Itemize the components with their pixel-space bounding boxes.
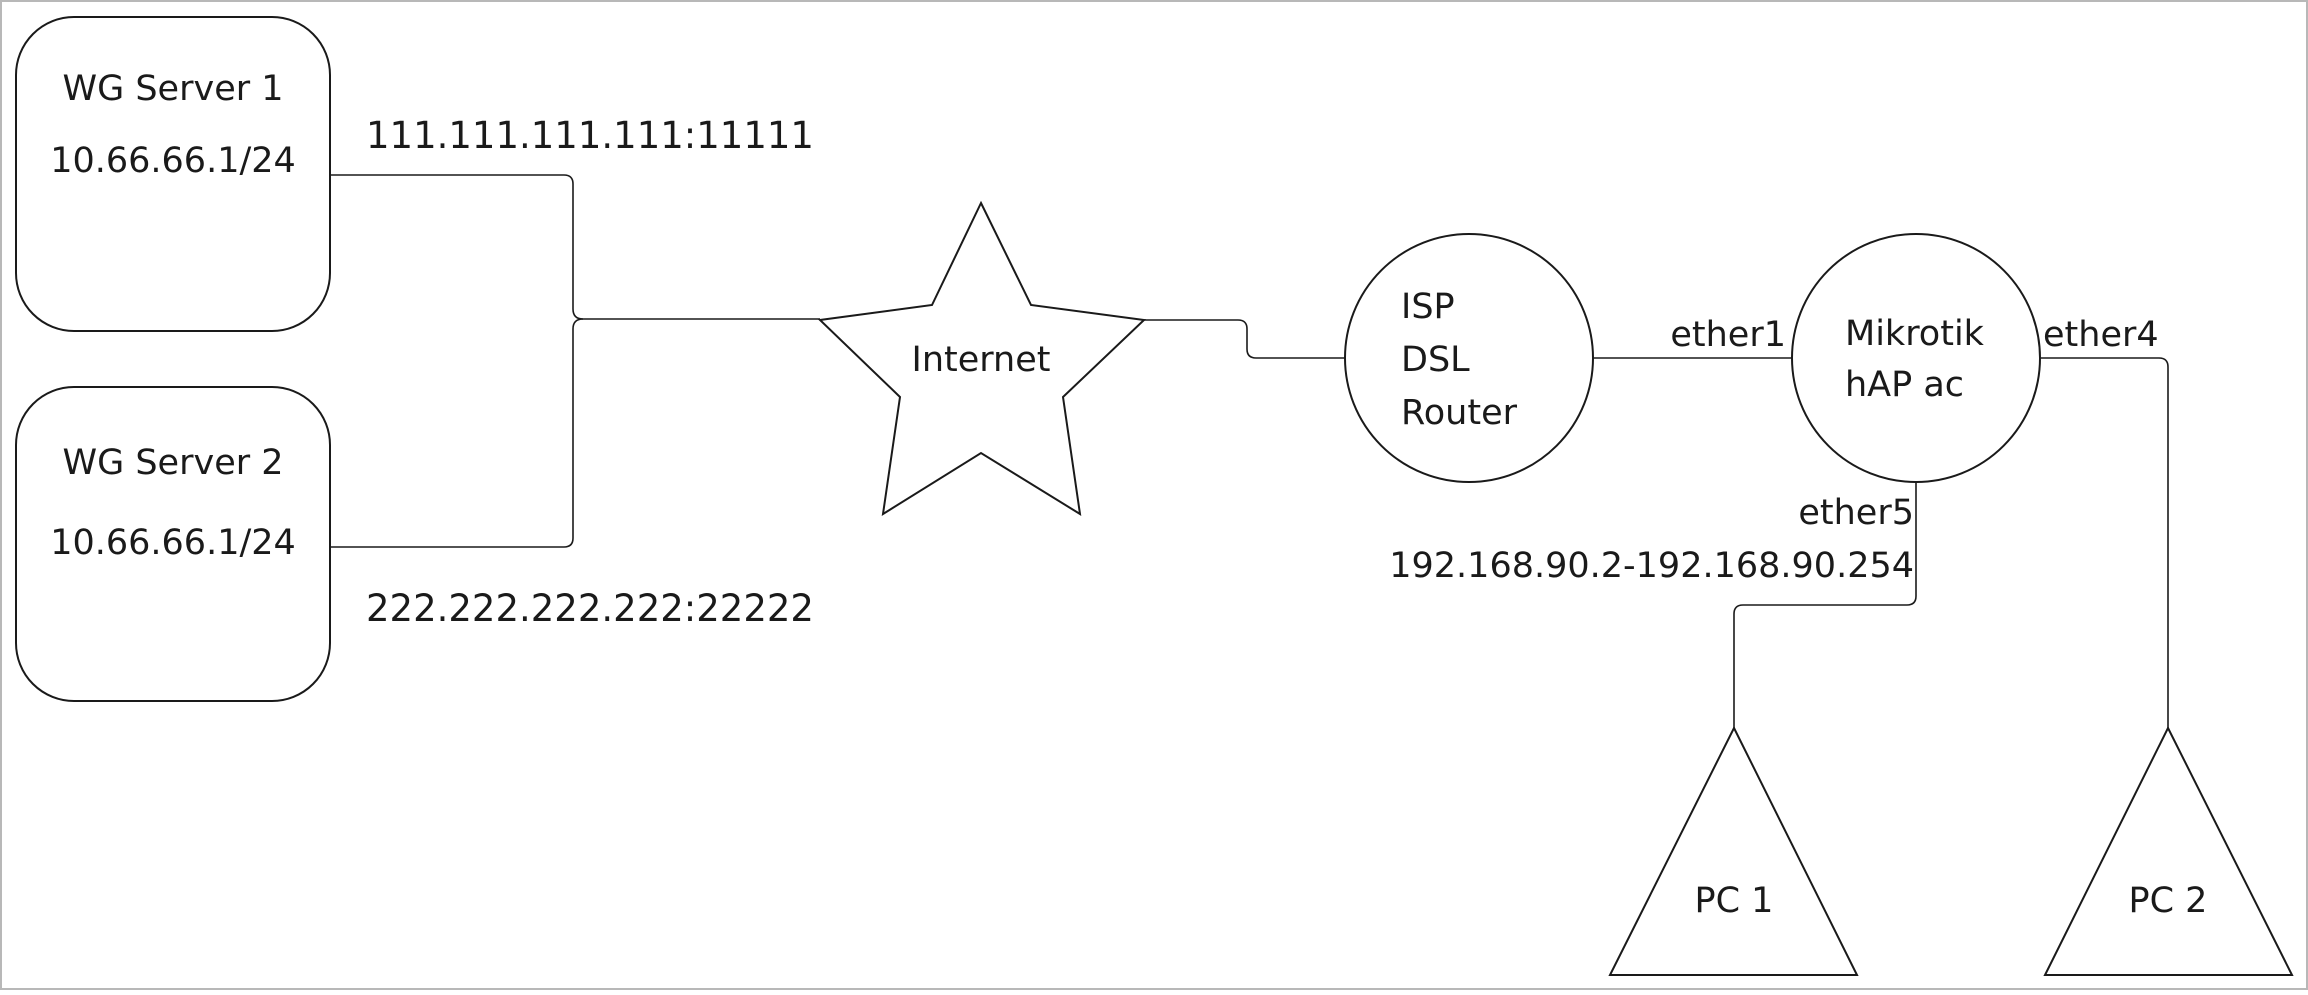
pc2-triangle-icon[interactable]: [2043, 725, 2294, 976]
ether5-label: ether5: [1798, 493, 1914, 533]
pc2-label: PC 2: [2129, 881, 2208, 921]
wg-server-2-box[interactable]: [15, 386, 331, 702]
wg-server-1-box[interactable]: [15, 16, 331, 332]
ether1-label: ether1: [1670, 315, 1786, 355]
pc1-node[interactable]: PC 1: [1608, 725, 1859, 976]
wg-server-1[interactable]: WG Server 1 10.66.66.1/24: [15, 16, 331, 332]
pc1-label: PC 1: [1695, 881, 1774, 921]
internet-star-icon[interactable]: [817, 200, 1147, 516]
link-mikrotik-pc1: [1733, 483, 1917, 728]
isp-router-node[interactable]: ISP DSL Router: [1344, 233, 1594, 483]
pc2-node[interactable]: PC 2: [2043, 725, 2294, 976]
endpoint-2-label: 222.222.222.222:22222: [366, 587, 814, 630]
endpoint-1-label: 111.111.111.111:11111: [366, 114, 814, 157]
pc1-triangle-icon[interactable]: [1608, 725, 1859, 976]
mikrotik-line-2: hAP ac: [1845, 365, 1964, 405]
dhcp-range-label: 192.168.90.2-192.168.90.254: [1389, 546, 1914, 586]
link-server1-junction: [330, 174, 820, 320]
wg-server-1-address: 10.66.66.1/24: [50, 141, 296, 181]
internet-label: Internet: [912, 340, 1051, 380]
isp-router-line-2: DSL: [1401, 340, 1470, 380]
mikrotik-node[interactable]: Mikrotik hAP ac: [1791, 233, 2041, 483]
internet-node[interactable]: Internet: [817, 200, 1147, 516]
link-internet-isp: [1144, 319, 1345, 359]
isp-router-circle[interactable]: [1344, 233, 1594, 483]
link-server2-junction: [330, 318, 584, 548]
wg-server-2[interactable]: WG Server 2 10.66.66.1/24: [15, 386, 331, 702]
mikrotik-circle[interactable]: [1791, 233, 2041, 483]
isp-router-line-1: ISP: [1401, 287, 1455, 327]
connection-lines: [330, 174, 2169, 728]
ether4-label: ether4: [2043, 315, 2159, 355]
wg-server-2-address: 10.66.66.1/24: [50, 523, 296, 563]
wg-server-2-name: WG Server 2: [62, 443, 283, 483]
wg-server-1-name: WG Server 1: [62, 69, 283, 109]
isp-router-line-3: Router: [1401, 393, 1518, 433]
mikrotik-line-1: Mikrotik: [1845, 314, 1985, 354]
link-mikrotik-pc2: [2041, 357, 2169, 728]
